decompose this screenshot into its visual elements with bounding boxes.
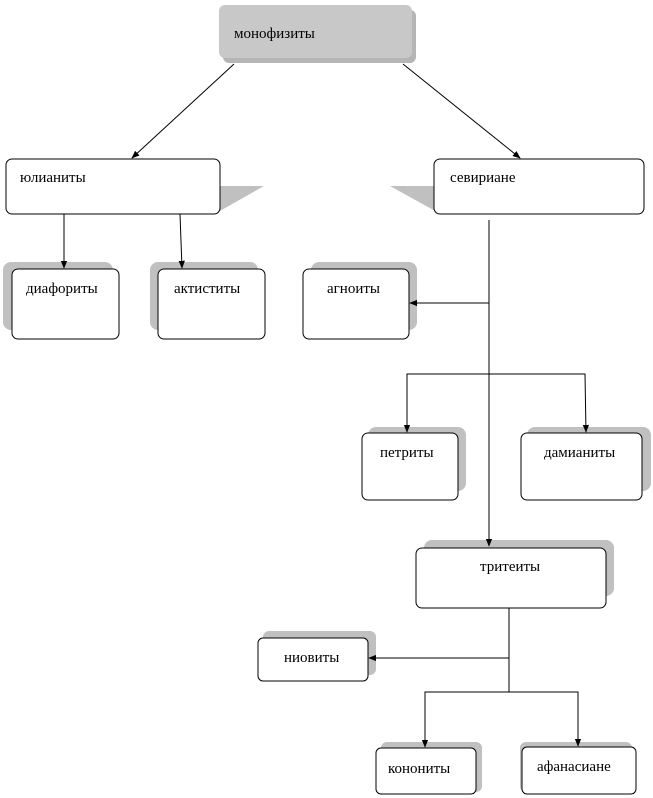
node-cononites: конониты: [375, 742, 482, 795]
node-actistetae: актиститы: [150, 262, 266, 340]
node-root: монофизиты: [219, 5, 416, 63]
connectors: [60, 63, 590, 748]
node-severians: севириане: [390, 158, 645, 215]
node-athanasians-label: афанасиане: [537, 759, 611, 775]
node-niobites: ниовиты: [257, 631, 376, 682]
node-tritheists: тритеиты: [415, 540, 614, 609]
edge-severians-petrites: [403, 373, 489, 433]
node-athanasians: афанасиане: [520, 742, 637, 795]
node-root-label: монофизиты: [234, 26, 315, 42]
node-julianists: юлианиты: [5, 158, 264, 215]
node-julianists-shadow: [218, 186, 264, 212]
node-severians-shadow: [390, 186, 437, 212]
node-niobites-label: ниовиты: [284, 650, 339, 666]
node-diaphorites-label: диафориты: [26, 281, 98, 297]
node-damianites: дамианиты: [520, 427, 651, 501]
node-damianites-label: дамианиты: [544, 445, 615, 461]
node-agnoetae: агноиты: [302, 262, 417, 340]
node-cononites-label: конониты: [388, 761, 450, 777]
node-petrites-label: петриты: [380, 445, 434, 461]
edge-tritheists-athanasians: [509, 691, 582, 747]
edge-tritheists-cononites: [421, 691, 509, 748]
node-actistetae-label: актиститы: [174, 281, 240, 297]
edge-severians-damianites: [489, 373, 590, 433]
node-severians-label: севириане: [450, 170, 516, 186]
edge-root-julianists: [131, 63, 235, 159]
node-agnoetae-label: агноиты: [327, 281, 380, 297]
node-diaphorites: диафориты: [3, 262, 120, 340]
node-petrites: петриты: [361, 427, 466, 501]
edge-root-severians: [402, 63, 521, 159]
edge-julianists-actistetae: [178, 213, 185, 269]
node-tritheists-label: тритеиты: [480, 559, 540, 575]
node-julianists-label: юлианиты: [20, 170, 86, 186]
